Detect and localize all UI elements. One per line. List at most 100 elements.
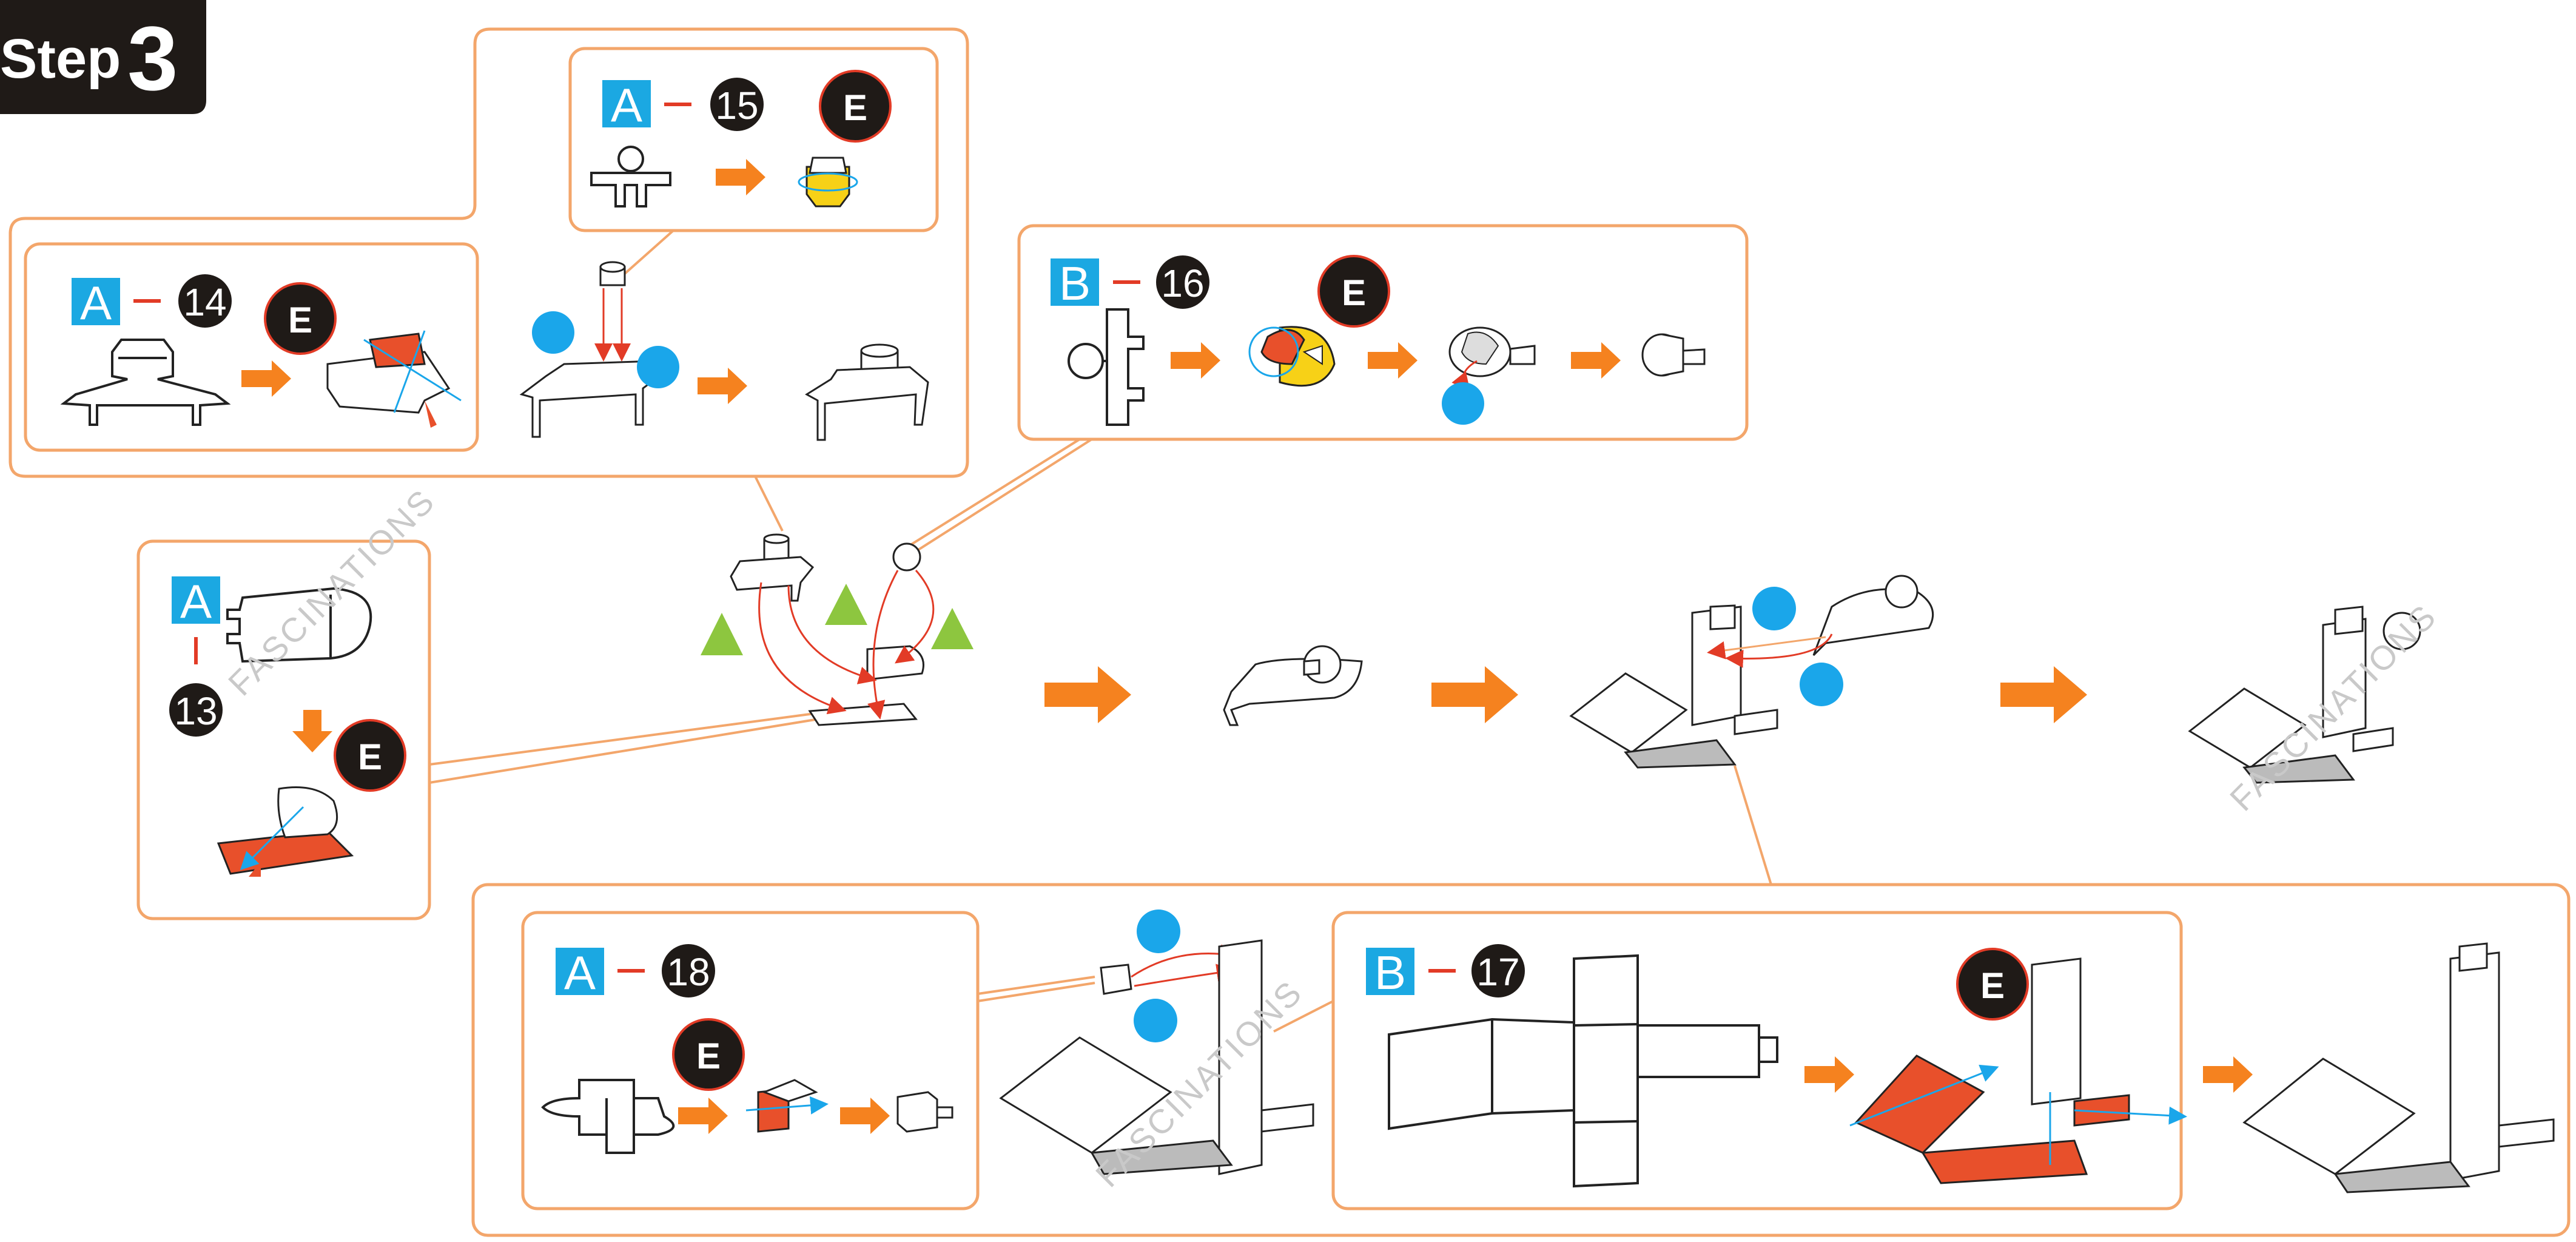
connector-18b <box>977 982 1095 1002</box>
piece-number: 18 <box>667 950 710 994</box>
glue-dot <box>1752 587 1796 630</box>
glue-dot <box>637 346 679 388</box>
edge-badge <box>334 719 406 792</box>
sheet-badge <box>172 576 220 624</box>
arrow-icon <box>241 360 291 397</box>
connector-16b <box>909 438 1093 556</box>
step-header-background <box>0 0 206 114</box>
sheet-letter: B <box>1059 257 1091 310</box>
outer-panel-17-18 <box>471 883 2571 1237</box>
piece-number-badge <box>662 944 715 997</box>
step-word: Step <box>0 28 121 90</box>
edge-badge-letter: E <box>696 1036 721 1076</box>
outer-panel-14-15 <box>8 27 969 478</box>
arrow-icon <box>1368 342 1417 379</box>
piece-number: 13 <box>174 689 217 733</box>
sheet-letter: A <box>180 575 212 628</box>
watermark: FASCINATIONS <box>221 481 443 703</box>
connector-13a <box>429 712 819 766</box>
fold-mark-icon <box>701 613 743 655</box>
arrow-icon <box>678 1098 728 1134</box>
connector-13b <box>429 718 819 784</box>
edge-badge-letter: E <box>288 300 312 340</box>
panel-15: A 15 E <box>590 70 892 208</box>
panel-14: A 14 E <box>60 261 929 441</box>
edge-badge-letter: E <box>1980 965 2005 1006</box>
panel-13-frame <box>136 539 431 920</box>
fold-mark-icon <box>931 608 974 649</box>
panel-16-frame <box>1017 224 1749 441</box>
connector-15 <box>617 229 674 280</box>
part-17-folding-icon <box>1849 957 2187 1184</box>
step-number: 3 <box>127 7 178 109</box>
piece-number: 15 <box>715 84 758 127</box>
part-13-folding-icon <box>217 786 354 877</box>
arrow-icon <box>2203 1056 2253 1093</box>
edge-badge <box>672 1018 745 1091</box>
part-15-flat-icon <box>590 146 671 208</box>
connector-16a <box>903 438 1081 550</box>
connector-17b <box>1273 1000 1334 1033</box>
sheet-letter: A <box>80 276 112 329</box>
part-14-folded-icon <box>326 330 462 428</box>
fold-mark-icon <box>825 584 867 625</box>
glue-dot <box>532 311 574 354</box>
arrow-icon <box>716 159 765 195</box>
panel-16: B 16 E <box>1051 255 1706 426</box>
edge-badge <box>264 282 337 355</box>
arrow-icon <box>292 710 332 752</box>
assembly-step-a-icon <box>1223 645 1363 726</box>
arrow-icon <box>1171 342 1220 379</box>
connector-18a <box>977 976 1095 995</box>
glue-dot <box>1442 382 1484 425</box>
part-14-15-done-icon <box>805 343 929 441</box>
sheet-badge <box>1051 258 1099 306</box>
piece-number: 16 <box>1161 262 1204 305</box>
piece-number-badge <box>1471 944 1525 997</box>
panel-borders <box>8 27 2571 1237</box>
sheet-badge <box>1366 948 1414 995</box>
part-15-folded-icon <box>798 157 858 208</box>
piece-number: 17 <box>1476 950 1519 994</box>
piece-number-badge <box>1156 255 1209 309</box>
sheet-letter: B <box>1374 946 1406 999</box>
panel-14-frame <box>24 242 479 452</box>
assembly-step-b-icon <box>1569 575 1934 769</box>
part-16-done-icon <box>1641 333 1706 377</box>
connector-14 <box>754 476 784 532</box>
part-16-folding-icon <box>1248 326 1336 387</box>
panel-13: A 13 E <box>169 575 406 877</box>
sheet-letter: A <box>611 78 642 132</box>
part-16-flat-icon <box>1068 308 1145 426</box>
assembly-exploded-icon <box>701 533 974 726</box>
assembly-final-icon <box>2188 606 2421 784</box>
panel-17-frame <box>1331 911 2183 1210</box>
part-18-done-icon <box>896 1091 953 1133</box>
arrow-icon <box>1044 666 1131 723</box>
edge-badge <box>1956 948 2029 1021</box>
sheet-badge <box>556 948 604 995</box>
arrow-icon <box>698 368 747 404</box>
glue-dot <box>1800 663 1843 706</box>
glue-dot <box>1134 999 1177 1042</box>
edge-badge <box>819 70 892 143</box>
connector-17 <box>1734 765 1772 885</box>
arrow-icon <box>1571 342 1621 379</box>
sheet-badge <box>72 278 120 325</box>
main-assembly-row <box>701 533 2421 784</box>
piece-number: 14 <box>183 280 226 324</box>
piece-number-badge <box>169 683 223 737</box>
panel-18-frame <box>521 911 980 1210</box>
panel-18: A 18 E <box>541 910 1314 1175</box>
arrow-icon <box>840 1098 890 1134</box>
part-18-folding-icon <box>745 1079 829 1133</box>
edge-badge <box>1317 255 1390 328</box>
glue-dot <box>1137 910 1180 953</box>
part-18-attach-icon <box>999 910 1314 1175</box>
arrow-icon <box>2000 666 2087 723</box>
edge-badge-letter: E <box>1342 272 1366 313</box>
piece-number-badge <box>710 78 764 131</box>
part-18-flat-icon <box>541 1079 675 1154</box>
step-header: Step 3 <box>0 0 206 114</box>
